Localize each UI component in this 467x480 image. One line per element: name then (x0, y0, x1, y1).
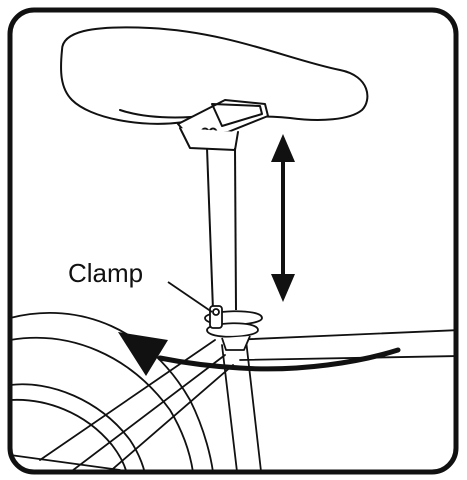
seat-clamp (204, 305, 263, 351)
figure-border (7, 7, 459, 475)
top-tube-lower (239, 355, 456, 361)
clamp-label: Clamp (68, 258, 143, 288)
wheel-rim-arc (10, 383, 147, 472)
wheel-outer-arc (10, 311, 215, 472)
seat-stay-2 (59, 354, 226, 472)
chain-stay (10, 454, 121, 471)
double-headed-vertical-arrow-icon (271, 134, 295, 302)
wheel-inner-arc (10, 336, 195, 472)
seat-tube-right (245, 339, 263, 472)
seat-stay-1 (39, 339, 216, 461)
clamp-pointer-line (167, 281, 213, 313)
wheel-rim-inner (10, 398, 129, 472)
curved-arrow-icon (118, 332, 401, 376)
saddle (60, 26, 369, 151)
seat-post (206, 147, 237, 311)
seat-stay-3 (99, 364, 234, 472)
top-tube (229, 329, 456, 341)
